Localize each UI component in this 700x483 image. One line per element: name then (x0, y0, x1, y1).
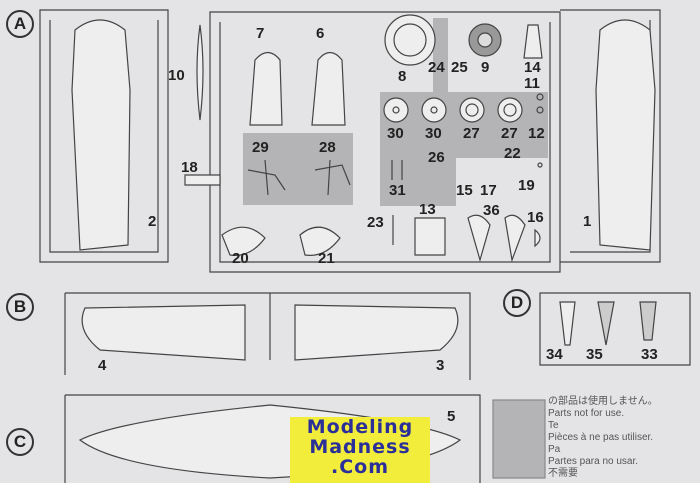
unused-parts-swatch (492, 399, 546, 479)
part-20 (221, 226, 266, 256)
part-number: 4 (98, 357, 107, 374)
watermark-line: .Com (330, 456, 389, 478)
wing-part-3 (294, 304, 459, 361)
unused-area (380, 158, 456, 206)
part-34 (559, 301, 576, 346)
wing-part-4 (81, 304, 246, 361)
landing-gear-part-28 (314, 159, 351, 196)
part-number: 12 (528, 125, 545, 142)
part-number: 3 (436, 357, 445, 374)
part-21 (299, 226, 341, 256)
section-a-label: A (6, 10, 34, 38)
part-number: 23 (367, 214, 384, 231)
unused-area (433, 18, 448, 92)
sprue-d-frame (539, 292, 691, 366)
part-number: 27 (463, 125, 480, 142)
part-13 (414, 217, 446, 256)
part-number: 22 (504, 145, 521, 162)
propeller-part (196, 24, 204, 121)
pilot-figure (184, 174, 221, 186)
part-number: 30 (387, 125, 404, 142)
part-number: 17 (480, 182, 497, 199)
cowl-ring-part (384, 14, 436, 66)
part-number: 13 (419, 201, 436, 218)
notice-it: Pa (548, 444, 561, 455)
part-number: 33 (641, 346, 658, 363)
part-36 (467, 214, 491, 263)
part-number: 6 (316, 25, 325, 42)
notice-de: Te (548, 420, 559, 431)
part-number: 10 (168, 67, 185, 84)
part-number: 27 (501, 125, 518, 142)
landing-gear-part-29 (247, 159, 286, 196)
notice-fr: Pièces à ne pas utiliser. (548, 432, 654, 443)
part-number: 35 (586, 346, 603, 363)
section-b-label: B (6, 293, 34, 321)
sprue-c-frame (64, 394, 481, 483)
sprue-b-frame (64, 292, 471, 380)
part-number: 31 (389, 182, 406, 199)
part-number: 8 (398, 68, 407, 85)
part-number: 9 (481, 59, 490, 76)
part-number: 29 (252, 139, 269, 156)
part-number: 18 (181, 159, 198, 176)
part-number: 36 (483, 202, 500, 219)
notice-ja: の部品は使用しません。 (548, 396, 658, 407)
notice-es: Partes para no usar. (548, 456, 639, 467)
fuselage-left-part (71, 19, 131, 251)
part-number: 26 (428, 149, 445, 166)
wheel-parts (383, 97, 523, 123)
part-number: 21 (318, 250, 335, 267)
fuselage-right-part (595, 19, 656, 251)
part-31 (391, 160, 403, 180)
part-33 (639, 301, 657, 341)
unused-parts-notice: の部品は使用しません。 Parts not for use. Te Pièces… (548, 396, 658, 480)
unused-area (243, 133, 353, 205)
part-number: 14 (524, 59, 541, 76)
part-number: 20 (232, 250, 249, 267)
part-number: 30 (425, 125, 442, 142)
watermark-logo: Modeling Madness .Com (290, 417, 430, 483)
part-number: 34 (546, 346, 563, 363)
part-number: 11 (524, 75, 540, 92)
notice-zh: 不需要 (548, 468, 578, 479)
part-number: 15 (456, 182, 473, 199)
section-d-label: D (503, 289, 531, 317)
part-number: 2 (148, 213, 157, 230)
part-36b (504, 214, 526, 263)
section-c-label: C (6, 428, 34, 456)
part-number: 19 (518, 177, 535, 194)
part-number: 28 (319, 139, 336, 156)
sprue-a-left-frame (39, 9, 169, 263)
part-number: 16 (527, 209, 544, 226)
fin-part-6 (311, 51, 346, 126)
part-number: 25 (451, 59, 468, 76)
fin-part-7 (249, 51, 283, 126)
notice-en: Parts not for use. (548, 408, 625, 419)
part-number: 5 (447, 408, 456, 425)
part-35 (597, 301, 615, 346)
part-number: 7 (256, 25, 265, 42)
part-number: 1 (583, 213, 592, 230)
watermark-line: Madness (309, 436, 411, 458)
watermark-line: Modeling (306, 416, 414, 438)
part-16 (534, 228, 541, 248)
part-number: 24 (428, 59, 445, 76)
part-14 (523, 24, 543, 59)
